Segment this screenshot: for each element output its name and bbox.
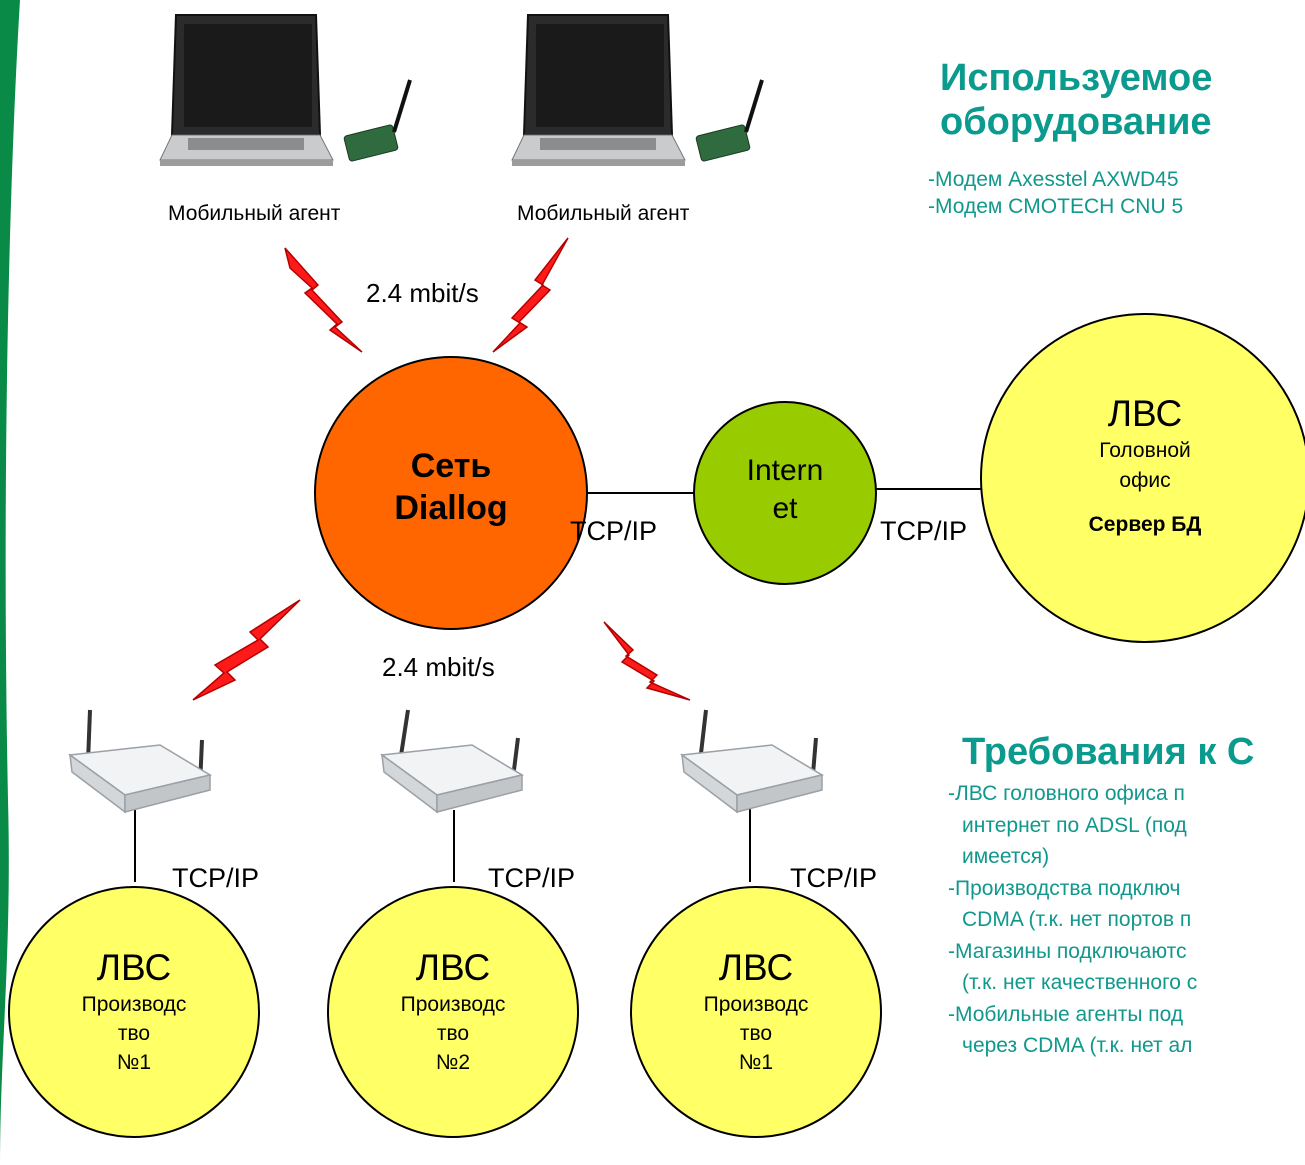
protocol-label: TCP/IP	[488, 863, 576, 893]
internet-circle	[693, 401, 877, 585]
internet-name-line2: et	[772, 492, 798, 525]
protocol-label: TCP/IP	[790, 863, 878, 893]
lan-line: тво	[436, 1022, 470, 1045]
requirements-list: -ЛВС головного офиса п интернет по ADSL …	[948, 778, 1197, 1062]
requirement-line: -Мобильные агенты под	[948, 1002, 1184, 1026]
equipment-title-line1: Используемое	[940, 57, 1213, 99]
head-office-text: ЛВС Головной офис Сервер БД	[1045, 392, 1245, 540]
lan-title: ЛВС	[415, 947, 491, 988]
lan-line: №2	[435, 1051, 471, 1074]
lan-line: №1	[738, 1051, 774, 1074]
lan-line: Производс	[400, 993, 506, 1016]
network-name-line1: Сеть	[410, 447, 492, 485]
protocol-label: TCP/IP	[570, 516, 658, 546]
network-name-line2: Diallog	[394, 489, 508, 527]
requirement-line: интернет по ADSL (под	[962, 813, 1187, 837]
laptop-with-modem-icon	[511, 14, 764, 166]
green-side-bar	[0, 0, 20, 1165]
protocol-label: TCP/IP	[172, 863, 260, 893]
requirements-title: Требования к С	[962, 731, 1255, 773]
requirement-line: CDMA (т.к. нет портов п	[962, 908, 1192, 931]
requirement-line: -ЛВС головного офиса п	[948, 782, 1185, 805]
lan-line: Производс	[703, 993, 809, 1016]
head-office-line2: офис	[1119, 469, 1171, 492]
lan1-circle	[8, 886, 260, 1138]
lan-line: №1	[116, 1051, 152, 1074]
equipment-title-line2: оборудование	[940, 101, 1212, 143]
lightning-icon	[192, 599, 301, 701]
lan-line: тво	[117, 1022, 151, 1045]
network-circle	[314, 356, 588, 630]
internet-name: Intern et	[705, 452, 865, 528]
network-name: Сеть Diallog	[331, 445, 571, 529]
head-office-title: ЛВС	[1107, 393, 1183, 434]
lan-line: тво	[739, 1022, 773, 1045]
equipment-title: Используемое оборудование	[940, 56, 1212, 144]
head-office-line1: Головной	[1099, 439, 1191, 462]
lan2-circle	[327, 886, 579, 1138]
requirement-line: -Магазины подключаютс	[948, 939, 1187, 963]
laptop-with-modem-icon	[159, 14, 412, 166]
internet-name-line1: Intern	[746, 454, 824, 487]
requirement-line: имеется)	[962, 845, 1050, 868]
wireless-router-icon	[379, 709, 524, 814]
wireless-router-icon	[67, 709, 212, 814]
speed-top: 2.4 mbit/s	[366, 278, 479, 308]
lan-line: Производс	[81, 993, 187, 1016]
lan-title: ЛВС	[718, 947, 794, 988]
lightning-icon	[284, 247, 363, 353]
lightning-icon	[603, 621, 691, 701]
speed-bottom: 2.4 mbit/s	[382, 652, 495, 682]
protocol-label: TCP/IP	[880, 516, 968, 546]
agent-label-2: Мобильный агент	[517, 202, 690, 225]
lan2-text: ЛВС Производс тво №2	[368, 946, 538, 1077]
equipment-item: -Модем Axesstel AXWD45	[928, 168, 1179, 191]
lightning-icon	[492, 237, 569, 353]
head-office-server: Сервер БД	[1088, 513, 1202, 536]
wireless-router-icon	[679, 709, 824, 814]
head-office-circle	[980, 313, 1305, 643]
lan3-circle	[630, 886, 882, 1138]
lan1-text: ЛВС Производс тво №1	[49, 946, 219, 1077]
requirement-line: (т.к. нет качественного с	[962, 971, 1198, 994]
requirement-line: -Производства подключ	[948, 876, 1181, 900]
agent-label-1: Мобильный агент	[168, 202, 341, 225]
lan-title: ЛВС	[96, 947, 172, 988]
equipment-item: -Модем CMOTECH CNU 5	[928, 195, 1184, 218]
requirement-line: через CDMA (т.к. нет ал	[962, 1034, 1193, 1057]
equipment-list: -Модем Axesstel AXWD45 -Модем CMOTECH CN…	[928, 166, 1183, 220]
lan3-text: ЛВС Производс тво №1	[671, 946, 841, 1077]
